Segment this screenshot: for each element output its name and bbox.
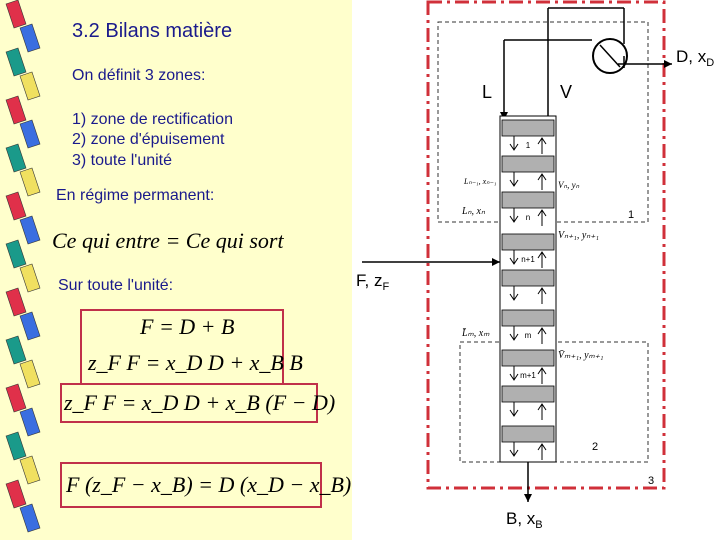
equation-box-1 [80, 309, 284, 385]
slide-title: 3.2 Bilans matière [72, 20, 233, 42]
vapor-label: V [560, 82, 572, 102]
ribbon-segment [5, 335, 27, 365]
stream-v-n: Vₙ, yₙ [558, 180, 580, 190]
ribbon-segment [19, 503, 41, 533]
ribbon-segment [5, 95, 27, 125]
ribbon-segment [5, 191, 27, 221]
plate-label: m+1 [520, 371, 536, 380]
stream-v-n-plus-1: Vₙ₊₁, yₙ₊₁ [558, 230, 599, 241]
ribbon-segment [19, 359, 41, 389]
zone-item-2: 2) zone d'épuisement [72, 131, 225, 148]
equation-box-2 [60, 383, 318, 423]
ribbon-segment [19, 263, 41, 293]
vapor-flow-arrow [537, 251, 547, 268]
liquid-flow-arrow [509, 208, 519, 223]
stream-l-n-minus-1: Lₙ₋₁, xₙ₋₁ [463, 177, 497, 186]
column-plate [501, 385, 555, 403]
equation-total: F = D + B [140, 314, 235, 339]
equation-final: F (z_F − x_B) = D (x_D − x_B) [66, 472, 352, 497]
distillation-column-diagram: 1 n n+1 m m+1 D, xD L V F, zF B, xB Lₙ₋₁, xₙ… [352, 0, 720, 540]
plate-label: m [525, 331, 532, 340]
vapor-flow-arrow [537, 287, 547, 304]
zone-3-label: 3 [648, 475, 654, 487]
plate-label: 1 [526, 141, 531, 150]
column-plate [501, 119, 555, 137]
ribbon-segment [5, 0, 27, 29]
reflux-label: L [482, 82, 492, 102]
ribbon-segment [5, 47, 27, 77]
liquid-flow-arrow [509, 136, 519, 151]
liquid-flow-arrow [509, 442, 519, 457]
ribbon-segment [19, 455, 41, 485]
ribbon-segment [19, 23, 41, 53]
whole-unit-text: Sur toute l'unité: [58, 277, 174, 294]
ribbon-segment [19, 167, 41, 197]
ribbon-segment [19, 311, 41, 341]
column-plate [501, 191, 555, 209]
stream-v-m-plus-1: V̄ₘ₊₁, yₘ₊₁ [558, 349, 604, 361]
liquid-flow-arrow [509, 366, 519, 381]
vapor-flow-arrow [537, 443, 547, 460]
ribbon-segment [5, 287, 27, 317]
bottoms-label: B, xB [506, 509, 543, 531]
liquid-flow-arrow [509, 402, 519, 417]
column-plate [501, 269, 555, 287]
vapor-flow-arrow [537, 137, 547, 154]
ribbon-segment [5, 383, 27, 413]
column-plate [501, 155, 555, 173]
ribbon-segment [5, 431, 27, 461]
stream-l-m: L̄ₘ, xₘ [461, 327, 490, 339]
decorative-ribbon [5, 0, 41, 533]
ribbon-segment [5, 143, 27, 173]
zone-1-label: 1 [628, 209, 634, 221]
vapor-flow-arrow [537, 173, 547, 190]
liquid-flow-arrow [509, 286, 519, 301]
plate-label: n+1 [521, 255, 535, 264]
ribbon-segment [19, 119, 41, 149]
column-plate [501, 425, 555, 443]
zone-3-border [426, 0, 666, 490]
liquid-flow-arrow [509, 172, 519, 187]
vapor-flow-arrow [537, 327, 547, 344]
equation-box-3 [60, 462, 322, 508]
regime-text: En régime permanent: [56, 187, 215, 204]
stream-l-n: Lₙ, xₙ [461, 206, 486, 217]
equation-substituted: z_F F = x_D D + x_B (F − D) [64, 390, 336, 415]
feed-label: F, zF [356, 271, 389, 293]
zone-item-1: 1) zone de rectification [72, 111, 233, 128]
liquid-flow-arrow [509, 326, 519, 341]
liquid-flow-arrow [509, 250, 519, 265]
ribbon-segment [19, 407, 41, 437]
balance-rule: Ce qui entre = Ce qui sort [52, 228, 284, 253]
vapor-flow-arrow [537, 403, 547, 420]
column-plate [501, 349, 555, 367]
vapor-flow-arrow [537, 209, 547, 226]
equation-component: z_F F = x_D D + x_B B [88, 350, 303, 375]
plate-label: n [526, 213, 530, 222]
ribbon-segment [5, 239, 27, 269]
column-plate [501, 309, 555, 327]
zone-2-label: 2 [592, 441, 598, 453]
intro-text: On définit 3 zones: [72, 67, 206, 84]
ribbon-segment [5, 479, 27, 509]
ribbon-segment [19, 215, 41, 245]
ribbon-segment [19, 71, 41, 101]
distillate-label: D, xD [676, 47, 714, 69]
zone-item-3: 3) toute l'unité [72, 152, 173, 169]
vapor-flow-arrow [537, 367, 547, 384]
column-plate [501, 233, 555, 251]
